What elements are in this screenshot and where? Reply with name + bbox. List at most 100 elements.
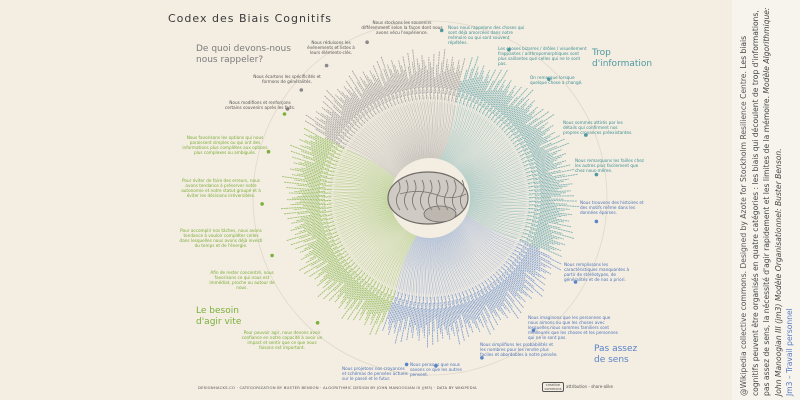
bias-label-meaning (506, 268, 534, 294)
subgroup-dot (282, 112, 287, 116)
bias-label-meaning (510, 255, 541, 278)
branch-line-meaning (465, 215, 522, 243)
branch-line-action (339, 211, 393, 231)
bias-label-meaning (459, 304, 470, 337)
bias-label-memory (379, 73, 392, 101)
bias-label-information (489, 80, 512, 112)
bias-label-meaning (435, 308, 439, 342)
bias-label-memory (446, 56, 454, 95)
branch-line-action (340, 212, 393, 235)
bias-label-action (300, 167, 334, 177)
bias-label-information (540, 180, 565, 185)
bias-label-meaning (475, 285, 487, 306)
bias-label-information (513, 117, 538, 136)
branch-line-meaning (446, 234, 472, 285)
bias-label-meaning (518, 264, 546, 286)
bias-label-memory (423, 60, 426, 88)
branch-line-information (445, 109, 469, 162)
branch-line-information (469, 204, 525, 216)
bias-label-meaning (476, 291, 491, 319)
bias-label-meaning (404, 301, 412, 330)
bias-label-action (283, 181, 320, 187)
bias-label-action (343, 267, 361, 284)
branch-line-action (334, 212, 393, 236)
bias-label-meaning (470, 300, 481, 324)
bias-label-memory (366, 75, 380, 100)
bias-label-information (534, 194, 562, 196)
bias-label-action (307, 235, 333, 247)
branch-line-memory (363, 120, 405, 168)
branch-line-information (469, 183, 526, 193)
bias-label-meaning (528, 247, 562, 265)
subgroup-dot (315, 321, 320, 325)
bias-label-meaning (440, 302, 444, 326)
branch-line-action (364, 227, 403, 269)
bias-label-information (535, 231, 559, 240)
codex-wheel-diagram (252, 20, 608, 376)
bias-label-information (472, 75, 490, 109)
branch-line-information (446, 104, 473, 162)
bias-label-information (493, 85, 511, 108)
brain-fold (427, 179, 433, 211)
bias-label-meaning (432, 302, 435, 332)
branch-line-action (359, 226, 403, 272)
bias-label-information (469, 75, 484, 108)
bias-label-information (540, 190, 571, 193)
bias-label-action (317, 253, 349, 276)
bias-label-action (290, 202, 326, 206)
branch-line-memory (359, 132, 401, 172)
branch-line-information (468, 207, 524, 222)
bias-label-information (498, 106, 520, 128)
branch-line-action (366, 228, 404, 271)
branch-line-memory (342, 145, 396, 178)
bias-label-information (503, 109, 530, 133)
branch-line-meaning (451, 231, 484, 279)
bias-label-memory (426, 69, 429, 94)
bias-label-action (299, 189, 326, 193)
bias-label-information (501, 97, 524, 122)
bias-label-information (510, 125, 532, 142)
bias-label-meaning (426, 308, 429, 349)
bias-label-action (382, 289, 393, 313)
bias-label-action (325, 267, 345, 284)
branch-line-meaning (465, 214, 517, 240)
branch-line-information (443, 107, 463, 161)
bias-label-action (322, 273, 350, 300)
bias-label-action (300, 242, 336, 261)
bias-label-information (540, 207, 565, 212)
bias-label-memory (452, 59, 460, 90)
branch-line-information (454, 122, 490, 167)
bias-label-action (291, 174, 327, 181)
bias-label-action (293, 206, 326, 210)
bias-label-action (375, 300, 390, 335)
branch-line-information (454, 118, 495, 167)
bias-label-information (511, 104, 533, 124)
branch-line-memory (398, 100, 418, 160)
branch-line-meaning (462, 221, 508, 255)
branch-line-memory (435, 102, 445, 159)
bias-label-information (526, 239, 551, 251)
bias-label-action (314, 135, 338, 149)
bias-label-action (360, 282, 380, 316)
note-action-2: Pour éviter de faire des erreurs, nous a… (181, 178, 261, 198)
branch-line-action (390, 234, 414, 286)
bias-label-action (295, 221, 322, 229)
bias-label-information (539, 173, 579, 181)
bias-label-meaning (447, 301, 455, 336)
bias-label-information (517, 135, 552, 154)
bias-label-memory (351, 69, 373, 104)
branch-line-memory (352, 140, 399, 175)
bias-label-meaning (416, 296, 421, 331)
bias-label-action (304, 244, 330, 257)
branch-line-memory (388, 104, 414, 162)
branch-line-memory (427, 95, 432, 159)
bias-label-meaning (505, 261, 526, 278)
branch-line-action (340, 149, 395, 180)
branch-line-memory (381, 107, 412, 163)
bias-label-action (350, 283, 370, 310)
bias-label-memory (350, 97, 366, 116)
branch-line-information (469, 199, 526, 204)
branch-line-information (469, 198, 533, 202)
bias-label-action (336, 269, 363, 298)
branch-line-action (328, 202, 391, 211)
